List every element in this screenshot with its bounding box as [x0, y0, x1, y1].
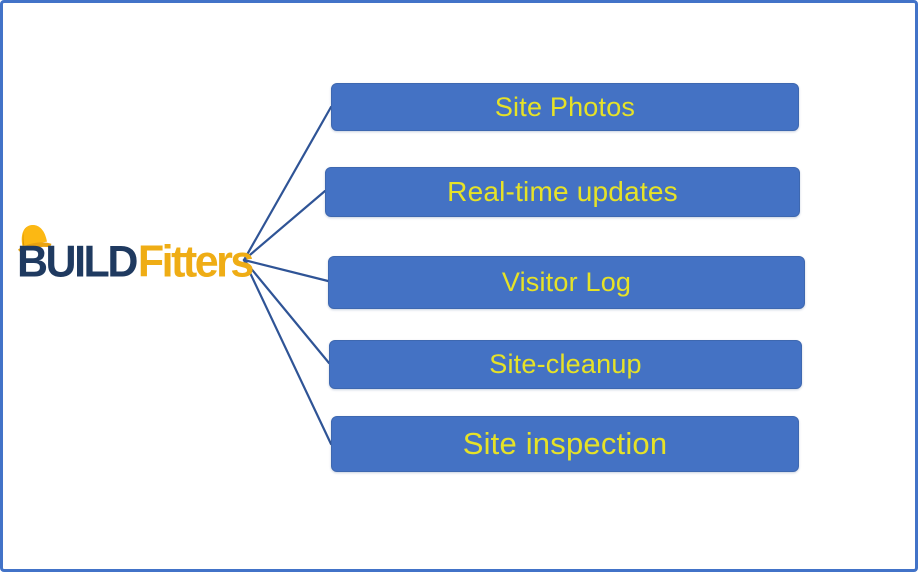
node-site-inspection: Site inspection — [331, 416, 799, 472]
node-label: Visitor Log — [501, 267, 632, 297]
node-real-time-updates: Real-time updates — [325, 167, 800, 217]
node-label: Site Photos — [494, 91, 636, 122]
hard-hat-icon — [15, 223, 52, 253]
logo-text-fitters: Fitters — [137, 237, 254, 288]
connector-line-visitor-log — [242, 258, 330, 283]
logo-text-build: BUILD — [17, 237, 138, 288]
connector-line-site-photos — [242, 105, 333, 262]
node-label: Site inspection — [462, 426, 668, 461]
node-label: Real-time updates — [447, 176, 678, 207]
node-label: Site-cleanup — [489, 349, 642, 379]
buildfitters-logo: BUILD Fitters — [17, 225, 254, 288]
node-site-photos: Site Photos — [331, 83, 799, 131]
connector-line-site-inspection — [242, 258, 333, 446]
node-site-cleanup: Site-cleanup — [329, 340, 802, 389]
connector-line-site-cleanup — [242, 258, 331, 365]
connector-line-real-time-updates — [242, 189, 327, 262]
node-visitor-log: Visitor Log — [328, 256, 805, 309]
